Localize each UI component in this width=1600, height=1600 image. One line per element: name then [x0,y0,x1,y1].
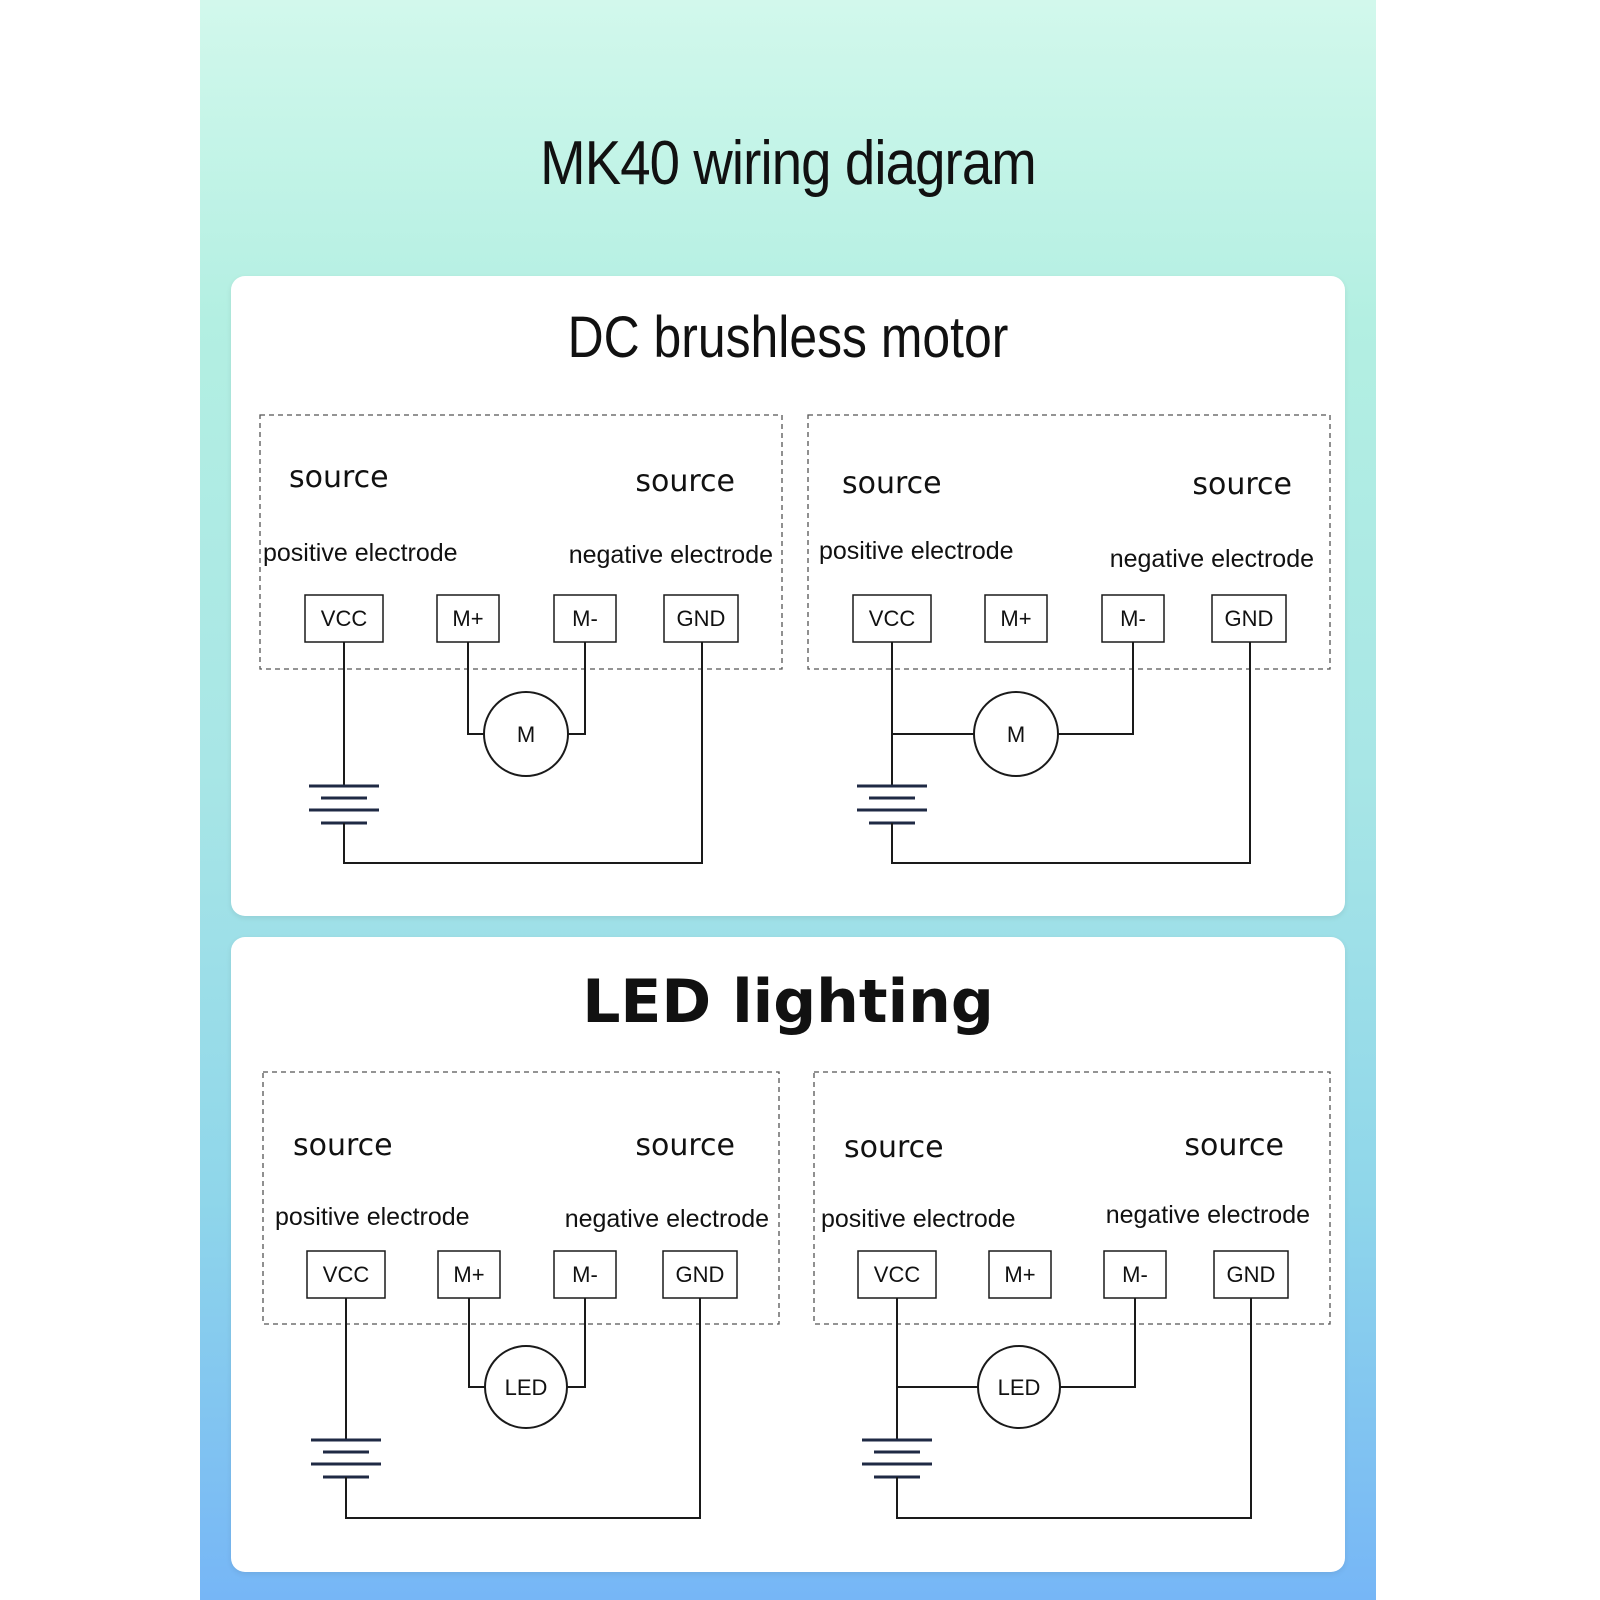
page-title: MK40 wiring diagram [540,129,1037,198]
panel-dc-motor: DC brushless motor source source positiv… [231,276,1345,916]
negative-electrode-label: negative electrode [1106,1201,1310,1229]
pin-m-plus-label: M+ [453,1262,484,1287]
poster: MK40 wiring diagram DC brushless motor s… [200,0,1376,1600]
motor-label: M [517,722,535,747]
pin-m-plus-label: M+ [1000,606,1031,631]
pin-m-plus-box [988,1250,1052,1299]
wire-gnd-return [891,642,1251,864]
led-label: LED [505,1375,548,1400]
pin-gnd-box [662,1250,738,1299]
controller-outline [262,1071,780,1325]
pin-gnd-box [1213,1250,1289,1299]
motor-label: M [1007,722,1025,747]
led-circuit-a: source source positive electrode negativ… [262,1071,780,1519]
pin-vcc-box [306,1250,386,1299]
battery-symbol [862,1438,932,1479]
positive-electrode-label: positive electrode [819,537,1014,565]
source-right-label: source [1192,467,1292,502]
motor-wiring-svg: source source positive electrode negativ… [259,414,1331,864]
pin-gnd-label: GND [676,1262,725,1287]
pin-m-minus-label: M- [572,606,598,631]
pin-m-minus-box [553,1250,617,1299]
negative-electrode-label: negative electrode [569,541,773,569]
pin-m-plus-box [437,1250,501,1299]
pin-m-minus-label: M- [1120,606,1146,631]
controller-outline [259,414,783,670]
panel-led-lighting: LED lighting source source positive elec… [231,937,1345,1572]
led-wiring-svg: source source positive electrode negativ… [262,1071,1331,1519]
pin-vcc-label: VCC [323,1262,370,1287]
negative-electrode-label: negative electrode [1110,545,1314,573]
led-symbol [484,1345,568,1429]
source-right-label: source [635,1128,735,1163]
pin-m-minus-box [1101,594,1165,643]
controller-outline [813,1071,1331,1325]
negative-electrode-label: negative electrode [565,1205,769,1233]
controller-outline [807,414,1331,670]
positive-electrode-label: positive electrode [821,1205,1016,1233]
pin-m-minus-label: M- [572,1262,598,1287]
pin-vcc-box [857,1250,937,1299]
source-left-label: source [844,1130,944,1165]
battery-symbol [309,784,379,825]
pin-gnd-label: GND [1225,606,1274,631]
positive-electrode-label: positive electrode [263,539,458,567]
section-title-motor: DC brushless motor [567,305,1009,370]
led-circuit-b: source source positive electrode negativ… [813,1071,1331,1519]
wire-m-minus [1058,642,1134,735]
motor-circuit-b: source source positive electrode negativ… [807,414,1331,864]
pin-gnd-label: GND [677,606,726,631]
source-left-label: source [289,460,389,495]
pin-vcc-box [304,594,384,643]
source-right-label: source [1184,1128,1284,1163]
positive-electrode-label: positive electrode [275,1203,470,1231]
wire-gnd-return [343,642,703,864]
pin-vcc-label: VCC [874,1262,921,1287]
wire-m-plus [468,1298,485,1388]
pin-m-plus-box [984,594,1048,643]
source-right-label: source [635,464,735,499]
pin-m-minus-label: M- [1122,1262,1148,1287]
pin-gnd-label: GND [1227,1262,1276,1287]
wire-m-minus [568,642,586,735]
motor-symbol [483,691,569,777]
battery-symbol [311,1438,381,1479]
pin-vcc-label: VCC [321,606,368,631]
battery-symbol [857,784,927,825]
wire-gnd-return [896,1298,1252,1519]
wire-m-plus [467,642,484,735]
source-left-label: source [842,466,942,501]
section-title-led: LED lighting [582,967,994,1037]
motor-circuit-a: source source positive electrode negativ… [259,414,783,864]
wire-m-minus [567,1298,586,1388]
pin-m-plus-label: M+ [452,606,483,631]
source-left-label: source [293,1128,393,1163]
wire-m-minus [1060,1298,1136,1388]
pin-m-minus-box [553,594,617,643]
pin-vcc-label: VCC [869,606,916,631]
wire-gnd-return [345,1298,701,1519]
led-label: LED [998,1375,1041,1400]
pin-m-plus-label: M+ [1004,1262,1035,1287]
